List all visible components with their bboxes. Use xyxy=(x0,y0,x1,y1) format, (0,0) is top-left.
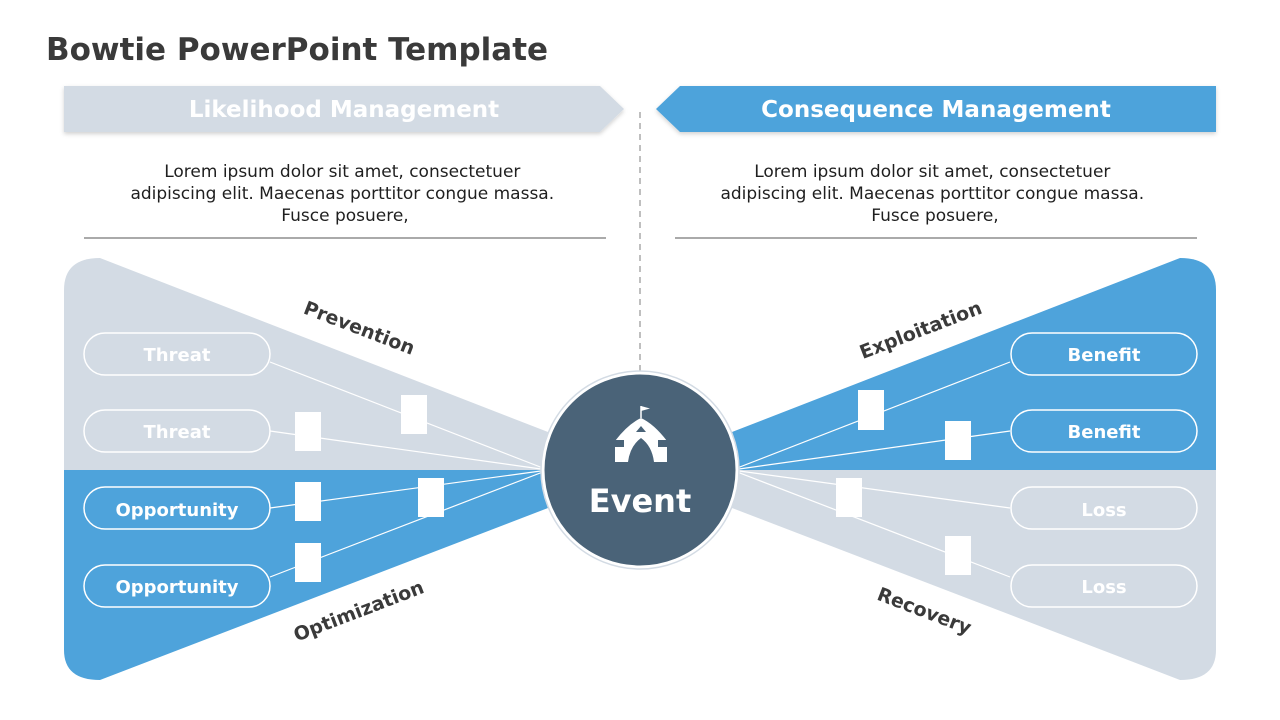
left-description-line: adipiscing elit. Maecenas porttitor cong… xyxy=(130,184,554,204)
barrier xyxy=(858,390,884,430)
right-description: Lorem ipsum dolor sit amet, consectetuer… xyxy=(720,162,1149,226)
circus-tent-icon xyxy=(614,406,668,462)
barrier xyxy=(295,543,321,582)
right-banner-title: Consequence Management xyxy=(761,97,1111,123)
left-banner xyxy=(64,86,624,132)
barrier xyxy=(836,478,862,517)
right-description-line: Fusce posuere, xyxy=(871,206,998,226)
connector-line xyxy=(731,469,1011,509)
right-description-line: adipiscing elit. Maecenas porttitor cong… xyxy=(720,184,1144,204)
threat-pill[interactable]: Threat xyxy=(83,409,271,453)
pill-shape xyxy=(1010,409,1198,453)
pill-label: Loss xyxy=(1081,500,1126,521)
pill-label: Threat xyxy=(144,422,211,443)
barrier xyxy=(295,482,321,521)
left-description-line: Fusce posuere, xyxy=(281,206,408,226)
barrier xyxy=(418,478,444,517)
pill-shape xyxy=(1010,332,1198,376)
right-banner-shape xyxy=(656,86,1216,132)
threat-pill[interactable]: Threat xyxy=(83,332,271,376)
page-title: Bowtie PowerPoint Template xyxy=(46,32,548,68)
pill-label: Benefit xyxy=(1068,345,1141,366)
barrier xyxy=(945,536,971,575)
event-circle-ring xyxy=(540,370,740,570)
pill-shape xyxy=(83,564,271,608)
event-circle xyxy=(541,371,739,569)
left-banner-title: Likelihood Management xyxy=(189,97,499,123)
pill-shape xyxy=(83,409,271,453)
pill-label: Threat xyxy=(144,345,211,366)
right-banner xyxy=(656,86,1216,132)
pill-label: Benefit xyxy=(1068,422,1141,443)
pill-label: Opportunity xyxy=(115,577,238,598)
left-description: Lorem ipsum dolor sit amet, consectetuer… xyxy=(130,162,559,226)
left-pills: Threat Threat Opportunity Opportunity xyxy=(83,332,271,608)
barrier xyxy=(945,421,971,460)
pill-shape xyxy=(1010,486,1198,530)
pill-label: Opportunity xyxy=(115,500,238,521)
pill-shape xyxy=(1010,564,1198,608)
pill-shape xyxy=(83,486,271,530)
barrier xyxy=(401,395,427,434)
pill-label: Loss xyxy=(1081,577,1126,598)
pill-shape xyxy=(83,332,271,376)
barrier xyxy=(295,412,321,451)
left-banner-shape xyxy=(64,86,624,132)
right-description-line: Lorem ipsum dolor sit amet, consectetuer xyxy=(754,162,1110,182)
barriers xyxy=(295,390,971,582)
event-label: Event xyxy=(589,482,692,520)
left-description-line: Lorem ipsum dolor sit amet, consectetuer xyxy=(164,162,520,182)
opportunity-pill[interactable]: Opportunity xyxy=(83,564,271,608)
opportunity-pill[interactable]: Opportunity xyxy=(83,486,271,530)
benefit-pill[interactable]: Benefit xyxy=(1010,409,1198,453)
loss-pill[interactable]: Loss xyxy=(1010,564,1198,608)
event-node[interactable]: Event xyxy=(540,370,740,570)
loss-pill[interactable]: Loss xyxy=(1010,486,1198,530)
right-pills: Benefit Benefit Loss Loss xyxy=(1010,332,1198,608)
benefit-pill[interactable]: Benefit xyxy=(1010,332,1198,376)
